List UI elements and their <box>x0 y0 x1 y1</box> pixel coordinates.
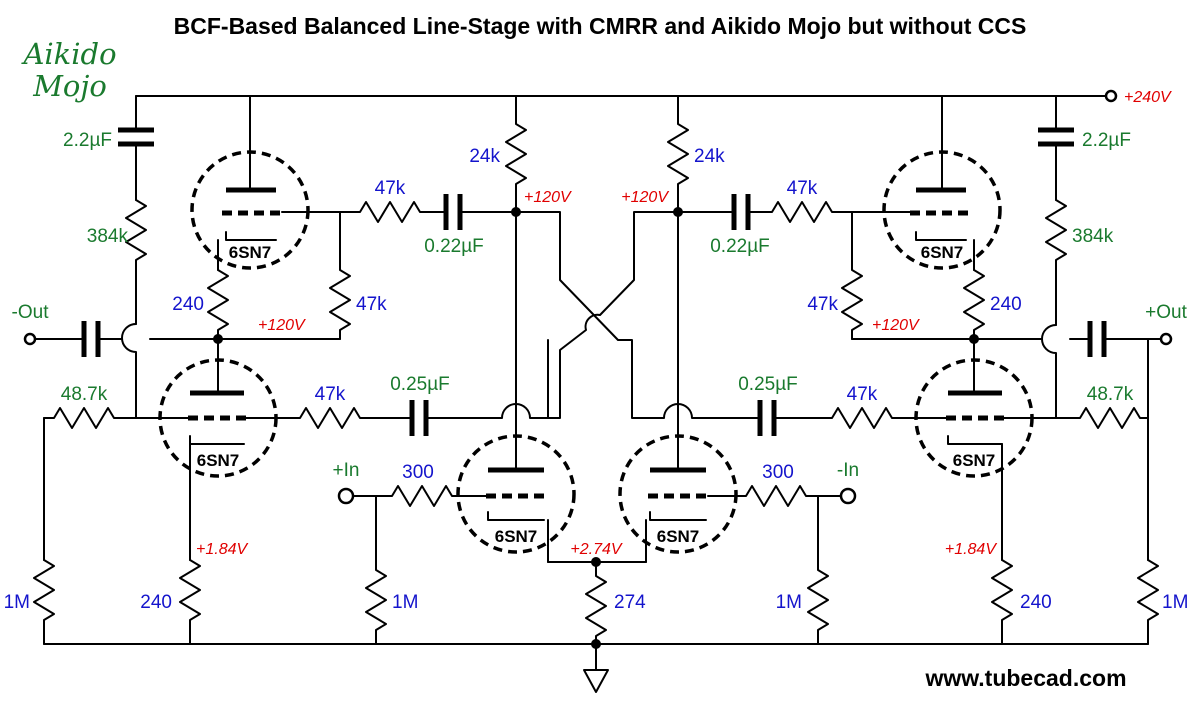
resistor-label: 1M <box>776 592 802 613</box>
capacitor-label: 0.25µF <box>390 374 450 395</box>
logo-line2: Mojo <box>32 69 107 103</box>
tube-input-right: 6SN7 <box>618 211 738 563</box>
resistor-label: 384k <box>87 226 129 247</box>
resistor-series-top-right: 47k <box>747 178 853 223</box>
resistor-label: 47k <box>315 384 346 405</box>
tube-label: 6SN7 <box>953 451 996 470</box>
port-right-out[interactable] <box>1159 332 1173 346</box>
capacitor-boot-right: 2.2µF <box>1038 95 1131 201</box>
resistor-label: 47k <box>847 384 878 405</box>
capacitor-label: 0.22µF <box>424 236 484 257</box>
tube-label: 6SN7 <box>657 527 700 546</box>
resistor-leak-out-right: 1M <box>1137 559 1188 645</box>
capacitor-top-left: 0.22µF <box>424 194 517 257</box>
port-label-right-out: +Out <box>1145 302 1187 323</box>
resistor-label: 274 <box>614 592 646 613</box>
capacitor-mid-left: 0.25µF <box>390 339 549 436</box>
resistor-label: 240 <box>1020 592 1052 613</box>
supply-rail: +240V <box>135 89 1172 106</box>
port-left-out[interactable] <box>23 332 37 346</box>
port-label-right-in: -In <box>837 460 859 481</box>
resistor-label: 300 <box>402 462 434 483</box>
schematic-title: BCF-Based Balanced Line-Stage with CMRR … <box>174 13 1027 39</box>
resistor-label: 47k <box>807 294 838 315</box>
resistor-label: 47k <box>356 294 387 315</box>
logo-line1: Aikido <box>20 37 116 71</box>
input-right: -In 300 1M <box>707 460 859 645</box>
resistor-feedback-right: 48.7k <box>1003 384 1149 429</box>
cross-coupling <box>515 211 761 419</box>
resistor-label: 24k <box>469 146 500 167</box>
tube-upper-left: 6SN7 <box>190 95 341 271</box>
supply-terminal <box>1104 89 1118 103</box>
resistor-label: 48.7k <box>61 384 108 405</box>
tube-upper-right: 6SN7 <box>851 95 1002 271</box>
resistor-grid-mojo-left: 47k <box>329 211 387 340</box>
capacitor-boot-left: 2.2µF <box>63 95 154 201</box>
resistor-series-mid-left: 47k <box>289 384 413 429</box>
resistor-label: 300 <box>762 462 794 483</box>
resistor-label: 240 <box>990 294 1022 315</box>
tube-label: 6SN7 <box>495 527 538 546</box>
capacitor-top-right: 0.22µF <box>677 194 770 257</box>
voltage-label: +1.84V <box>196 541 248 558</box>
resistor-series-top-left: 47k <box>339 178 447 223</box>
supply-voltage-label: +240V <box>1124 89 1172 106</box>
resistor-label: 384k <box>1072 226 1114 247</box>
resistor-label: 1M <box>392 592 418 613</box>
resistor-label: 47k <box>787 178 818 199</box>
port-left-in[interactable] <box>337 487 355 505</box>
capacitor-label: 2.2µF <box>63 130 112 151</box>
resistor-leak-out-left: 1M <box>4 559 55 645</box>
resistor-label: 1M <box>4 592 30 613</box>
capacitor-label: 0.25µF <box>738 374 798 395</box>
resistor-cathode-bottom-right: 240 +1.84V <box>945 541 1052 645</box>
ground-symbol <box>583 669 609 693</box>
resistor-label: 240 <box>172 294 204 315</box>
capacitor-label: 2.2µF <box>1082 130 1131 151</box>
tube-label: 6SN7 <box>197 451 240 470</box>
resistor-label: 48.7k <box>1087 384 1134 405</box>
website-url: www.tubecad.com <box>924 665 1126 691</box>
tube-lower-right: 6SN7 <box>901 338 1034 561</box>
resistor-cathode-top-right: 240 <box>963 269 1022 344</box>
resistor-label: 24k <box>694 146 725 167</box>
resistor-label: 1M <box>1162 592 1188 613</box>
resistor-anode-left: 24k +120V <box>469 95 572 217</box>
port-label-left-out: -Out <box>12 302 50 323</box>
input-left: +In 300 1M <box>333 460 487 645</box>
resistor-label: 47k <box>375 178 406 199</box>
tube-lower-left: 6SN7 <box>158 338 291 561</box>
resistor-cathode-top-left: 240 <box>172 269 229 344</box>
voltage-label: +120V <box>872 317 920 334</box>
voltage-label: +120V <box>258 317 306 334</box>
voltage-label: +2.74V <box>570 541 622 558</box>
voltage-label: +1.84V <box>945 541 997 558</box>
capacitor-label: 0.22µF <box>710 236 770 257</box>
resistor-anode-right: 24k +120V <box>621 95 725 217</box>
resistor-cathode-bottom-left: 240 +1.84V <box>140 541 248 645</box>
tube-input-left: 6SN7 <box>456 211 576 563</box>
resistor-feedback-left: 48.7k <box>43 384 191 429</box>
port-right-in[interactable] <box>839 487 857 505</box>
resistor-series-mid-right: 47k <box>773 384 903 429</box>
resistor-grid-mojo-right: 47k <box>807 211 863 340</box>
tube-label: 6SN7 <box>921 243 964 262</box>
voltage-label: +120V <box>621 189 669 206</box>
resistor-bootstrap-right: 384k <box>1045 199 1114 326</box>
capacitor-mid-right: 0.25µF <box>738 374 798 436</box>
resistor-bootstrap-left: 384k <box>87 199 147 325</box>
voltage-label: +120V <box>524 189 572 206</box>
tube-label: 6SN7 <box>229 243 272 262</box>
resistor-tail: 274 +2.74V <box>547 541 647 645</box>
resistor-label: 240 <box>140 592 172 613</box>
port-label-left-in: +In <box>333 460 360 481</box>
